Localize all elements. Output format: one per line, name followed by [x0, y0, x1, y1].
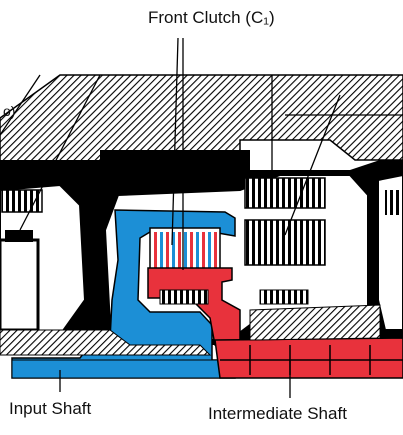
- left-ring: [5, 230, 33, 242]
- left-gear-teeth: [1, 189, 43, 213]
- partial-left-label: o): [3, 103, 16, 119]
- leader-lines: [0, 37, 403, 398]
- intermediate-shaft-label: Intermediate Shaft: [208, 404, 347, 423]
- lower-housing-hatched: [0, 329, 212, 356]
- intermediate-shaft-red: [214, 337, 403, 379]
- hub-splines: [159, 289, 209, 305]
- lower-right-hatched: [249, 304, 381, 341]
- rear-clutch-pack: [244, 177, 326, 305]
- input-shaft-bar: [11, 359, 253, 379]
- input-shaft-label: Input Shaft: [9, 399, 92, 418]
- right-gear-teeth: [385, 190, 403, 215]
- left-gear-block: [0, 238, 40, 332]
- front-clutch-label: Front Clutch (C₁): [148, 8, 275, 27]
